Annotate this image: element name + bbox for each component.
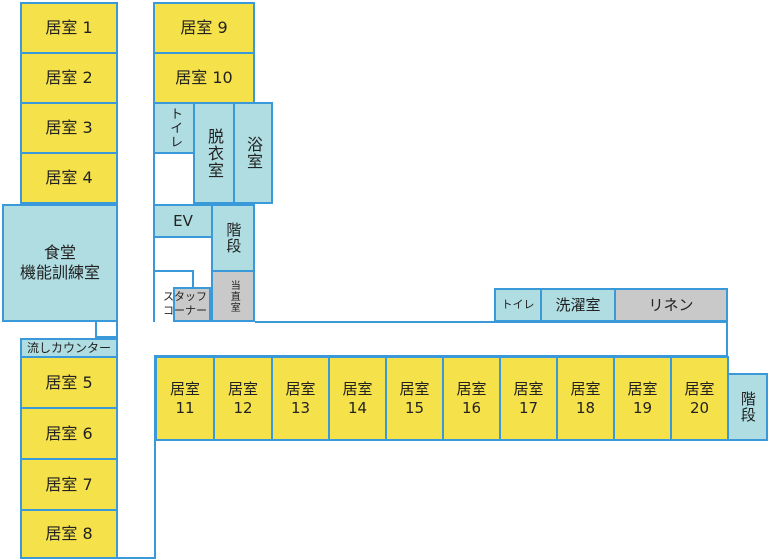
- staff-corner-wall: [155, 270, 194, 287]
- room-7[interactable]: 居室 7: [20, 458, 118, 511]
- room-14[interactable]: 居室 14: [328, 356, 387, 441]
- room-13[interactable]: 居室 13: [271, 356, 330, 441]
- sink-counter[interactable]: 流しカウンター: [20, 338, 118, 358]
- bathroom[interactable]: 浴室: [233, 102, 273, 204]
- toilet-vertical[interactable]: トイレ: [153, 102, 195, 154]
- room-9[interactable]: 居室 9: [153, 2, 255, 54]
- room-5[interactable]: 居室 5: [20, 356, 118, 409]
- room-4[interactable]: 居室 4: [20, 152, 118, 204]
- duty-room[interactable]: 当直室: [211, 270, 255, 322]
- room-18[interactable]: 居室 18: [556, 356, 615, 441]
- dining-room[interactable]: 食堂 機能訓練室: [2, 204, 118, 322]
- laundry-room[interactable]: 洗濯室: [540, 288, 616, 322]
- elevator[interactable]: EV: [153, 204, 213, 238]
- room-2[interactable]: 居室 2: [20, 52, 118, 104]
- room-15[interactable]: 居室 15: [385, 356, 444, 441]
- room-19[interactable]: 居室 19: [613, 356, 672, 441]
- room-20[interactable]: 居室 20: [670, 356, 729, 441]
- room-16[interactable]: 居室 16: [442, 356, 501, 441]
- room-12[interactable]: 居室 12: [213, 356, 273, 441]
- dining-entrance: [95, 320, 118, 338]
- stairs-east[interactable]: 階段: [727, 373, 768, 441]
- staff-corner[interactable]: スタッフ コーナー: [163, 290, 207, 317]
- room-17[interactable]: 居室 17: [499, 356, 558, 441]
- room-6[interactable]: 居室 6: [20, 407, 118, 460]
- staff-counter: [173, 287, 211, 322]
- linen-room[interactable]: リネン: [614, 288, 728, 322]
- room-8[interactable]: 居室 8: [20, 509, 118, 559]
- room-1[interactable]: 居室 1: [20, 2, 118, 54]
- stairs-center[interactable]: 階段: [211, 204, 255, 272]
- room-11[interactable]: 居室 11: [155, 356, 215, 441]
- room-3[interactable]: 居室 3: [20, 102, 118, 154]
- room-10[interactable]: 居室 10: [153, 52, 255, 104]
- changing-room[interactable]: 脱衣室: [193, 102, 235, 204]
- toilet-east[interactable]: トイレ: [494, 288, 542, 322]
